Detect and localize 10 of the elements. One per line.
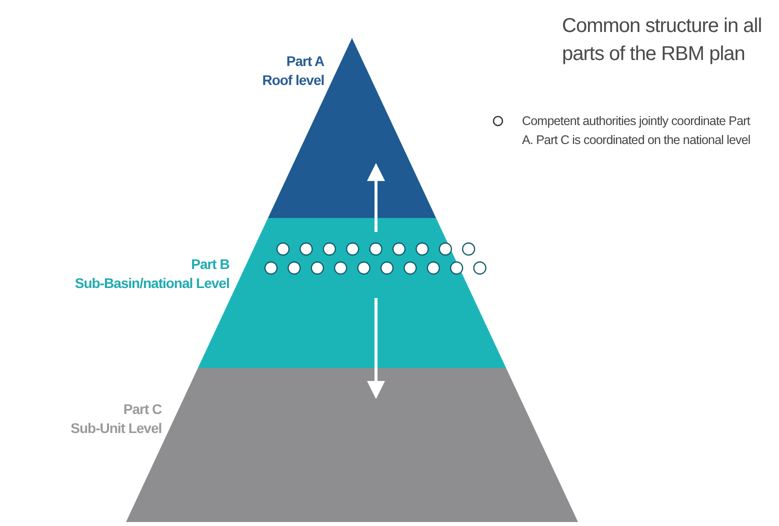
level-name: Roof level bbox=[262, 71, 324, 90]
level-name: Sub-Basin/national Level bbox=[74, 274, 230, 293]
legend-text: Competent authorities jointly coordinate Part A. Part C is coordinated on the national level bbox=[522, 113, 752, 149]
level-heading: Part B bbox=[190, 255, 230, 274]
level-name: Sub-Unit Level bbox=[70, 419, 162, 438]
level-heading: Part A bbox=[285, 52, 324, 71]
title: Common structure in all parts of the RBM plan bbox=[562, 14, 762, 67]
arrow bbox=[367, 298, 385, 399]
arrow bbox=[367, 163, 385, 232]
level-heading: Part C bbox=[122, 400, 162, 419]
